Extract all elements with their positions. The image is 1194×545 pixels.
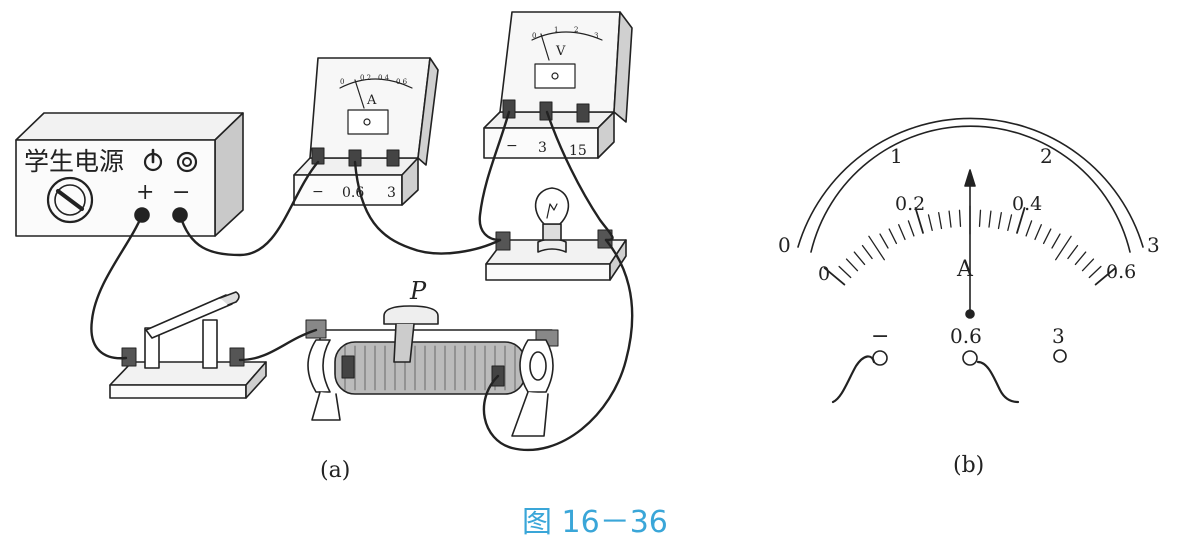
ammeter-scale-0: 0 (340, 78, 344, 86)
dial-terminal-label-minus: − (871, 324, 889, 349)
dial-minor-tick (1081, 258, 1095, 272)
ammeter-terminal-minus (311, 147, 325, 165)
voltage-knob (46, 176, 94, 224)
voltmeter-label-15: 15 (569, 143, 587, 159)
dial-minor-tick (927, 214, 933, 232)
outer-scale-2: 2 (1040, 144, 1053, 168)
light-bulb (485, 187, 627, 281)
dial-minor-tick (958, 209, 962, 227)
positive-terminal-label: + (136, 180, 154, 205)
voltmeter-scale-1: 1 (554, 26, 558, 34)
dial-minor-tick (868, 235, 885, 261)
dial-terminal-minus (872, 350, 888, 366)
dial-minor-tick (907, 220, 915, 237)
dial-minor-tick (1067, 244, 1079, 260)
dial-minor-tick (988, 210, 992, 228)
voltmeter-terminal-15 (576, 103, 590, 123)
dial-wire-0.6 (976, 360, 1020, 404)
panel-b-label: (b) (953, 453, 984, 478)
figure-caption: 图 16－36 (522, 505, 668, 540)
ammeter-scale-0.6: 0.6 (396, 78, 408, 86)
outer-scale-0: 0 (778, 233, 791, 257)
ammeter-unit: A (366, 93, 377, 108)
dial-terminal-label-3: 3 (1052, 324, 1065, 348)
voltmeter-label-3: 3 (538, 140, 547, 156)
dial-minor-tick (1055, 235, 1072, 261)
dial-minor-tick (888, 228, 898, 245)
dial-minor-tick (838, 265, 852, 279)
power-supply: 学生电源 + − (15, 112, 244, 237)
dial-minor-tick (861, 244, 873, 260)
inner-scale-0.4: 0.4 (1012, 193, 1042, 215)
ammeter-scale-0.2: 0.2 (360, 74, 371, 82)
dial-terminal-3 (1053, 349, 1067, 363)
inner-scale-0: 0 (818, 263, 830, 285)
ammeter-label-3: 3 (387, 185, 396, 201)
dial-minor-tick (978, 209, 982, 227)
dial-major-tick (914, 207, 924, 234)
dial-minor-tick (1051, 233, 1061, 249)
dial-minor-tick (845, 258, 859, 272)
connecting-wires (90, 110, 634, 451)
voltmeter-scale-3: 3 (594, 32, 598, 40)
dial-minor-tick (1088, 265, 1102, 279)
voltmeter-terminal-3 (539, 101, 553, 121)
knife-switch (109, 291, 267, 399)
dial-minor-tick (1074, 251, 1087, 266)
dial-minor-tick (879, 233, 889, 249)
ammeter-dial: 0 1 2 3 0 0.2 0.4 0.6 A − 0.6 3 (778, 117, 1160, 404)
voltmeter-label-minus: − (506, 138, 518, 154)
rheostat-lower-left-terminal (341, 355, 355, 379)
outer-scale-3: 3 (1147, 233, 1160, 257)
ammeter-terminal-3 (386, 149, 400, 167)
rheostat: P (305, 277, 559, 437)
dial-minor-tick (1042, 228, 1052, 245)
dial-minor-tick (1034, 224, 1042, 241)
ammeter-scale-0.4: 0.4 (378, 74, 390, 82)
negative-terminal-label: − (172, 180, 190, 205)
dial-wire-minus (831, 355, 876, 404)
slider-label-p: P (409, 277, 427, 305)
meter-pointer (964, 169, 976, 319)
voltmeter-scale-2: 2 (574, 26, 578, 34)
dial-major-tick (823, 266, 846, 286)
ammeter: A 0 0.2 0.4 0.6 − 0.6 3 (293, 57, 439, 206)
inner-scale-0.6: 0.6 (1106, 261, 1136, 283)
dial-terminal-label-0.6: 0.6 (950, 324, 982, 348)
dial-minor-tick (1025, 220, 1033, 237)
power-indicator-icon (176, 151, 198, 173)
outer-scale-1: 1 (890, 144, 903, 168)
dial-minor-tick (898, 224, 906, 241)
voltmeter-scale-0: 0 (532, 32, 536, 40)
dial-minor-tick (853, 251, 866, 266)
power-supply-title: 学生电源 (24, 147, 124, 176)
dial-minor-tick (1007, 214, 1013, 232)
dial-minor-tick (938, 212, 943, 230)
dial-minor-tick (948, 210, 952, 228)
dial-unit-label: A (956, 257, 974, 282)
dial-terminal-0.6 (962, 350, 978, 366)
inner-scale-0.2: 0.2 (895, 193, 925, 215)
voltmeter-terminal-minus (502, 99, 516, 119)
dial-major-tick (1016, 207, 1026, 234)
dial-major-tick (1094, 266, 1117, 286)
power-switch-icon (143, 148, 163, 172)
ammeter-label-minus: − (312, 184, 324, 200)
voltmeter: V 0 1 2 3 − 3 15 (483, 11, 633, 159)
voltmeter-unit: V (555, 44, 566, 59)
panel-a-label: (a) (320, 458, 350, 483)
dial-minor-tick (997, 212, 1002, 230)
